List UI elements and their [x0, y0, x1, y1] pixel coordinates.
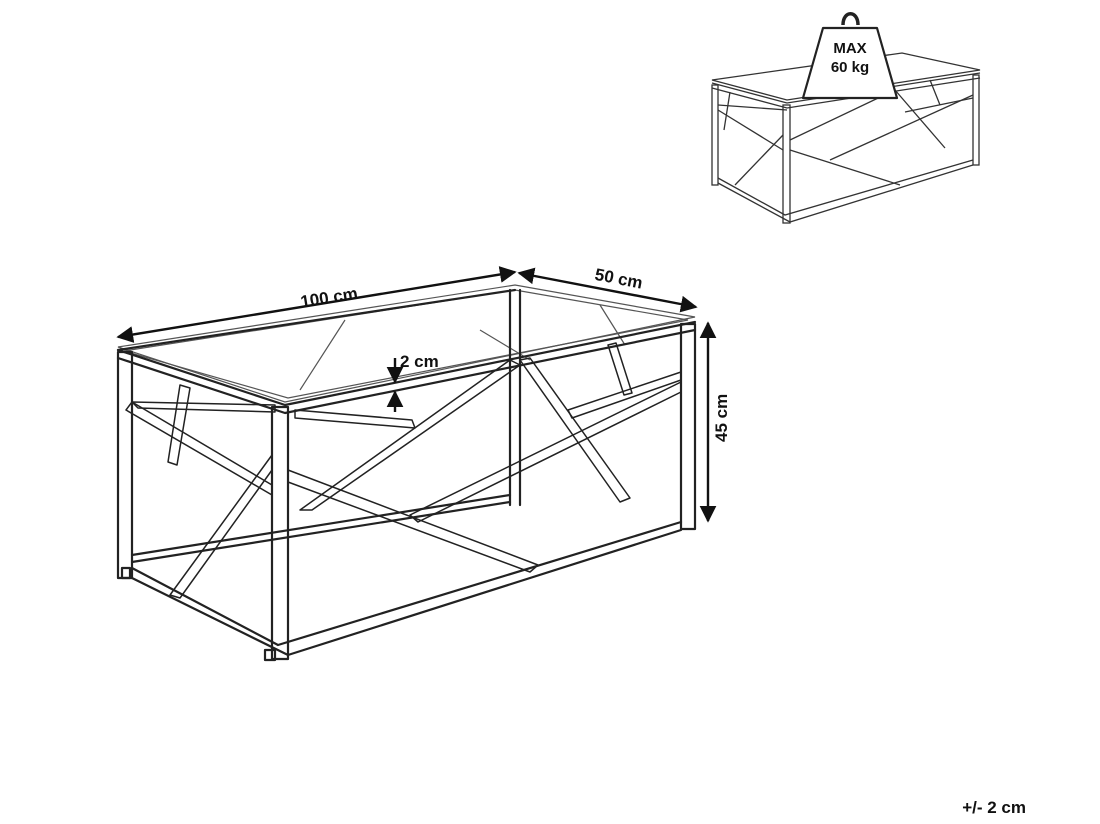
top-rail [116, 320, 697, 407]
small-table-drawing [711, 52, 981, 224]
foot [120, 566, 132, 580]
foot [263, 648, 277, 662]
front-struts [287, 342, 682, 573]
height-dimension: 45 cm [699, 321, 731, 523]
height-label: 45 cm [712, 394, 731, 442]
weight-icon: MAX 60 kg [801, 12, 899, 100]
depth-dimension: 50 cm [517, 265, 698, 313]
glass-thickness-dimension: 2 cm [386, 352, 439, 412]
bottom-rails [130, 493, 683, 657]
load-capacity-illustration: MAX 60 kg [711, 12, 981, 224]
weight-badge-line1: MAX [833, 40, 866, 57]
weight-badge-line2: 60 kg [831, 59, 869, 76]
glass-top [117, 284, 696, 403]
glass-thickness-label: 2 cm [400, 352, 439, 371]
left-side-struts [125, 384, 276, 599]
main-table-drawing [116, 284, 697, 662]
width-label: 100 cm [299, 284, 359, 312]
tolerance-note: +/- 2 cm [962, 798, 1026, 817]
width-dimension: 100 cm [116, 266, 517, 343]
